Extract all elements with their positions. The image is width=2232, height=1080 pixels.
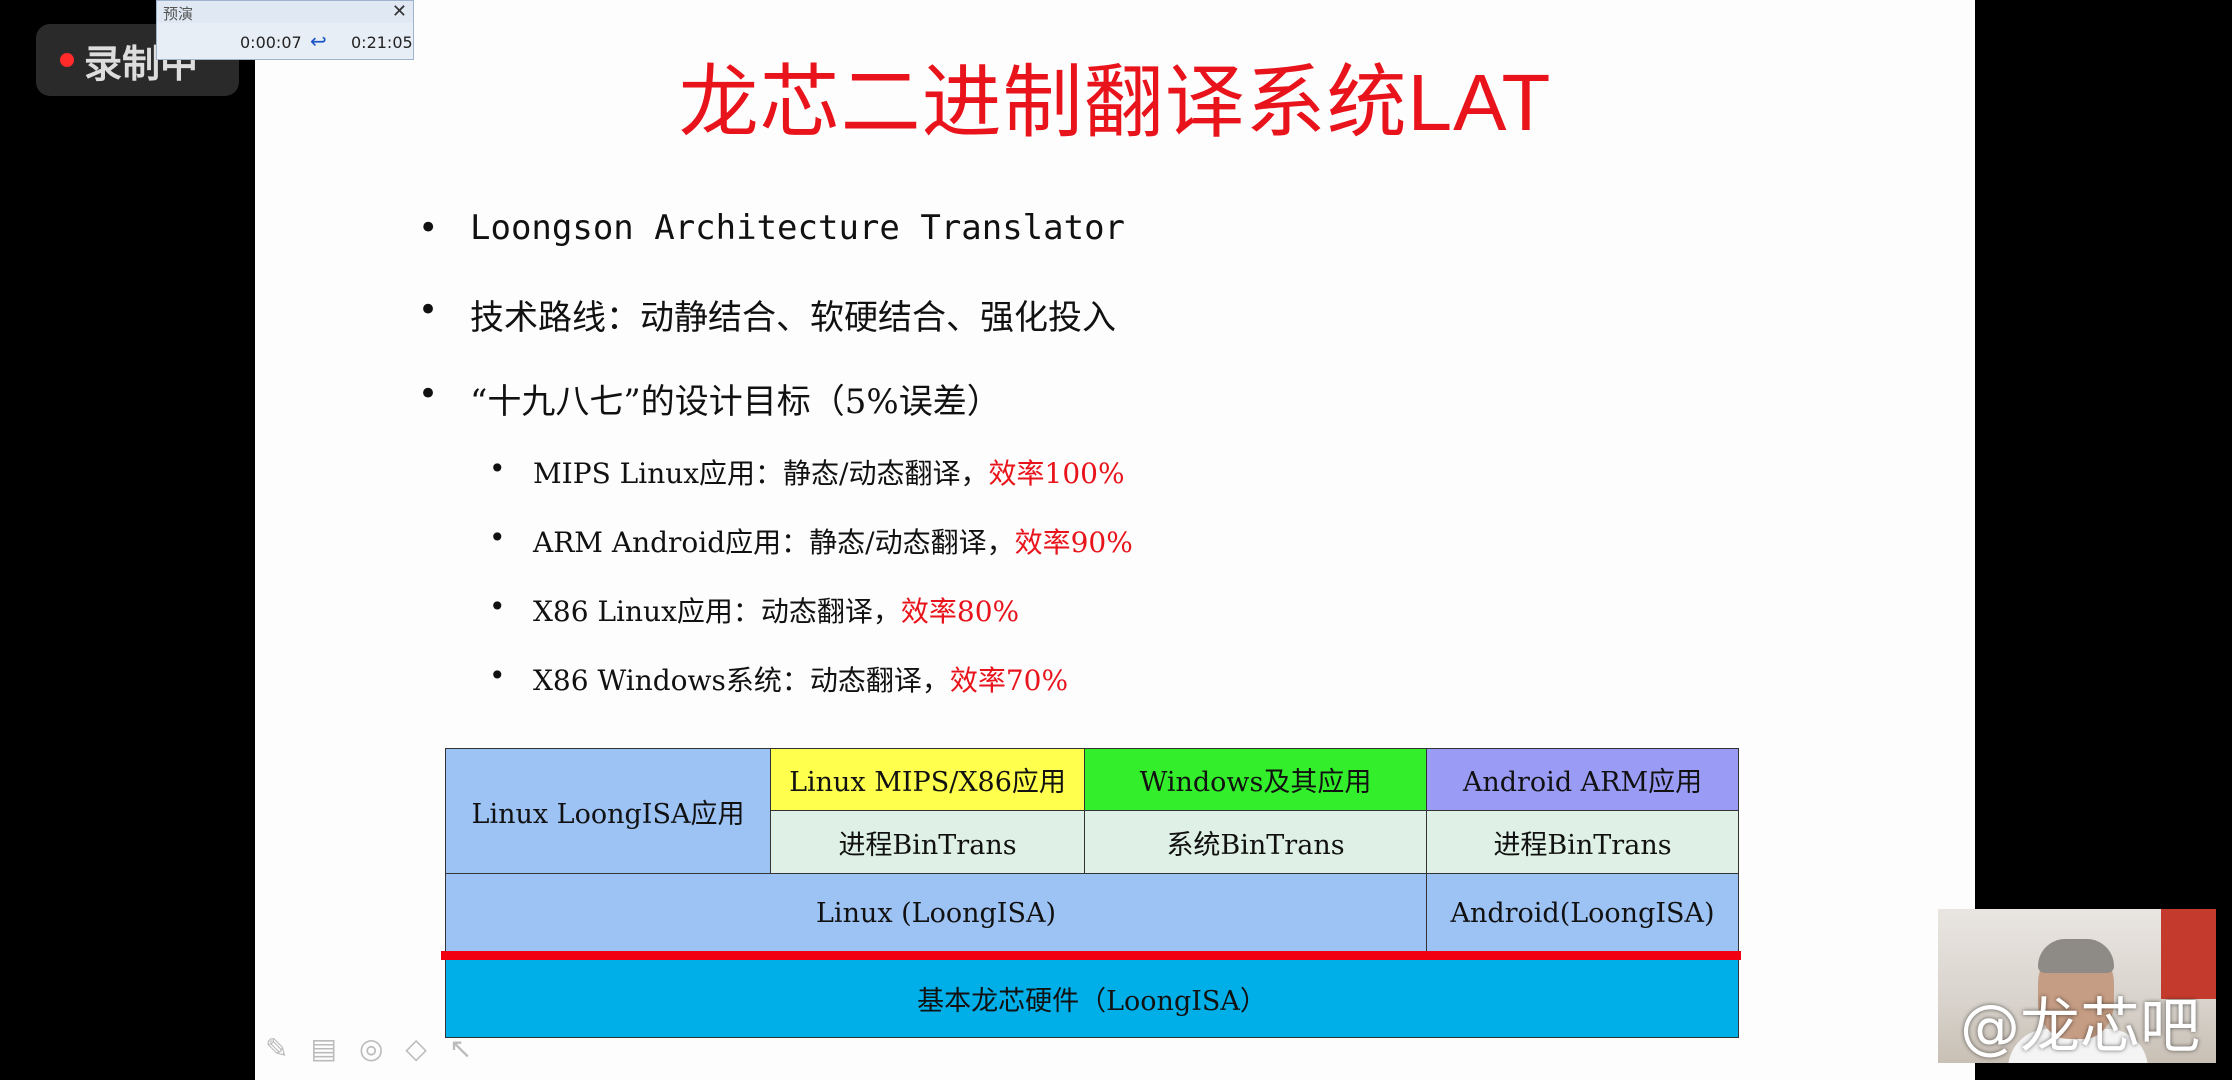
cell-windows-apps: Windows及其应用 bbox=[1084, 748, 1427, 811]
sub-bullet-item: • MIPS Linux应用：静态/动态翻译，效率100% bbox=[489, 452, 1125, 492]
bullet-dot-icon: • bbox=[489, 521, 506, 554]
efficiency-rate: 效率90% bbox=[1014, 526, 1133, 559]
bullet-dot-icon: • bbox=[418, 374, 439, 414]
sub-bullet-item: • ARM Android应用：静态/动态翻译，效率90% bbox=[489, 521, 1133, 561]
lasso-icon[interactable]: ◎ bbox=[358, 1032, 384, 1065]
background-banner bbox=[2161, 909, 2216, 999]
cell-linux-loongisa-apps: Linux LoongISA应用 bbox=[445, 748, 771, 874]
architecture-diagram: Linux LoongISA应用 Linux MIPS/X86应用 Window… bbox=[445, 748, 1739, 1038]
cell-linux-mips-x86-apps: Linux MIPS/X86应用 bbox=[770, 748, 1085, 811]
speaker-hair bbox=[2038, 939, 2114, 973]
efficiency-rate: 效率80% bbox=[900, 595, 1020, 628]
cell-process-bintrans: 进程BinTrans bbox=[770, 810, 1085, 874]
bullet-item: • “十九八七”的设计目标（5%误差） bbox=[418, 374, 1001, 423]
bullet-dot-icon: • bbox=[489, 590, 506, 623]
elapsed-time: 0:00:07 bbox=[240, 33, 302, 52]
sub-bullet-item: • X86 Windows系统：动态翻译，效率70% bbox=[489, 659, 1069, 699]
cell-linux-loongisa: Linux (LoongISA) bbox=[445, 873, 1427, 953]
bullet-dot-icon: • bbox=[418, 208, 439, 248]
efficiency-rate: 效率70% bbox=[949, 664, 1069, 697]
record-dot-icon bbox=[60, 53, 74, 67]
repeat-icon[interactable]: ↩ bbox=[310, 29, 327, 53]
bullet-text: “十九八七”的设计目标（5%误差） bbox=[470, 382, 1001, 422]
annotation-toolbar: ✎ ▤ ◎ ◇ ↖ bbox=[265, 1032, 472, 1065]
bullet-item: • 技术路线：动静结合、软硬结合、强化投入 bbox=[418, 290, 1116, 339]
efficiency-rate: 效率100% bbox=[988, 457, 1125, 490]
bullet-dot-icon: • bbox=[489, 659, 506, 692]
sub-bullet-text: X86 Linux应用：动态翻译， bbox=[533, 595, 901, 628]
sub-bullet-text: ARM Android应用：静态/动态翻译， bbox=[533, 526, 1015, 559]
sub-bullet-text: MIPS Linux应用：静态/动态翻译， bbox=[533, 457, 989, 490]
pointer-icon[interactable]: ↖ bbox=[448, 1032, 473, 1065]
sub-bullet-item: • X86 Linux应用：动态翻译，效率80% bbox=[489, 590, 1020, 630]
preview-timer-bar: 0:00:07 ↩ 0:21:05 bbox=[157, 23, 413, 59]
bullet-dot-icon: • bbox=[489, 452, 506, 485]
webcam-feed bbox=[1938, 909, 2216, 1063]
pen-icon[interactable]: ✎ bbox=[265, 1032, 289, 1065]
watermark: @龙芯吧 bbox=[1960, 992, 2200, 1062]
bullet-text: Loongson Architecture Translator bbox=[470, 208, 1126, 248]
cell-hardware: 基本龙芯硬件（LoongISA） bbox=[445, 958, 1739, 1038]
total-time: 0:21:05 bbox=[351, 33, 413, 52]
highlight-red-line bbox=[441, 951, 1741, 960]
sub-bullet-text: X86 Windows系统：动态翻译， bbox=[533, 664, 950, 697]
preview-title: 预演 bbox=[163, 5, 194, 23]
close-icon[interactable]: ✕ bbox=[391, 1, 407, 22]
bullet-dot-icon: • bbox=[418, 290, 439, 330]
preview-window: 预演 ✕ 0:00:07 ↩ 0:21:05 bbox=[156, 0, 414, 60]
grid-icon[interactable]: ▤ bbox=[310, 1032, 337, 1065]
bullet-item: • Loongson Architecture Translator bbox=[418, 208, 1126, 248]
eraser-icon[interactable]: ◇ bbox=[405, 1032, 427, 1065]
slide-title: 龙芯二进制翻译系统LAT bbox=[678, 58, 1552, 147]
bullet-text: 技术路线：动静结合、软硬结合、强化投入 bbox=[470, 298, 1116, 338]
cell-android-loongisa: Android(LoongISA) bbox=[1426, 873, 1739, 953]
cell-system-bintrans: 系统BinTrans bbox=[1084, 810, 1427, 874]
cell-process-bintrans-android: 进程BinTrans bbox=[1426, 810, 1739, 874]
cell-android-arm-apps: Android ARM应用 bbox=[1426, 748, 1739, 811]
